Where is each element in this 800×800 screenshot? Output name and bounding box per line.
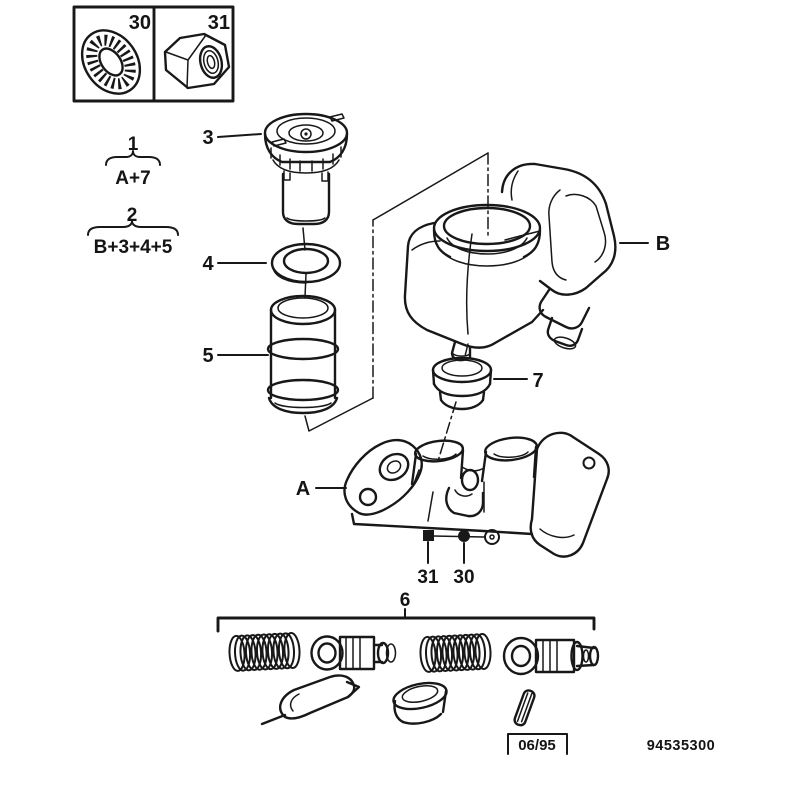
date-code-box [507, 733, 568, 755]
master-cylinder-illustration: A [296, 431, 610, 558]
repair-kit-illustration: 6 [216, 590, 600, 727]
reservoir-filler-neck [432, 203, 542, 267]
group-2-brace [87, 220, 179, 236]
date-code: 06/95 [518, 737, 556, 754]
reservoir-front-crease [465, 233, 473, 335]
kit-spring-1 [228, 632, 301, 672]
reservoir-cap-illustration: 3 [202, 112, 349, 226]
callout-30: 30 [453, 567, 474, 588]
cylinder-stop-boss [460, 468, 480, 492]
inset-item-30-label: 30 [129, 12, 151, 34]
cylinder-body-bottom [350, 512, 534, 536]
cylinder-left-lug [343, 438, 423, 516]
callout-B: B [656, 233, 670, 255]
callout-6: 6 [400, 590, 411, 611]
cylinder-rear-port [480, 436, 539, 483]
grommet-illustration: 7 [431, 356, 544, 411]
reservoir-body [403, 221, 545, 349]
marker-square-31 [423, 530, 434, 541]
kit-spring-2 [419, 633, 492, 673]
drawing-number: 94535300 [647, 738, 716, 754]
callout-5: 5 [202, 345, 213, 367]
kit-valve-assembly-1 [310, 635, 397, 671]
leader-line-3 [217, 133, 262, 138]
cap-inner-cylinder [281, 172, 331, 226]
callout-4: 4 [202, 253, 214, 275]
group-2-definition: 2 B+3+4+5 [87, 205, 179, 258]
cylinder-mounting-flange [529, 431, 610, 558]
callout-7: 7 [532, 370, 543, 392]
group-1-brace [105, 150, 161, 166]
assembly-center-lines [304, 152, 489, 462]
group-2-number: 2 [127, 205, 138, 226]
callout-31: 31 [417, 567, 439, 588]
cap-knurling [270, 146, 342, 172]
group-1-composition: A+7 [115, 168, 150, 189]
strainer-illustration: 5 [202, 294, 340, 415]
group-1-definition: 1 A+7 [105, 134, 161, 189]
kit-bracket [216, 616, 596, 633]
footer: 06/95 94535300 [507, 733, 716, 755]
stud-hardware-markers: 31 30 [417, 530, 485, 588]
reservoir-rear-lobe [500, 162, 617, 296]
stud-hole [484, 529, 500, 545]
inset-box: 30 31 [72, 5, 235, 103]
reservoir-side-outlet [538, 288, 591, 330]
callout-A: A [296, 478, 310, 500]
callout-3: 3 [202, 127, 213, 149]
cylinder-front-port [410, 439, 465, 486]
kit-valve-assembly-2 [502, 636, 600, 676]
cylinder-clevis [445, 486, 485, 518]
kit-cup-seal [392, 681, 448, 725]
seal-ring-illustration: 4 [202, 227, 342, 298]
marker-dot-30 [458, 530, 470, 542]
hex-nut-illustration [163, 32, 231, 90]
kit-pin [513, 689, 536, 727]
reservoir-illustration: B [403, 162, 670, 362]
group-2-composition: B+3+4+5 [94, 237, 173, 258]
group-1-number: 1 [128, 134, 139, 155]
kit-sachet [260, 674, 361, 726]
inset-item-31-label: 31 [208, 12, 230, 34]
